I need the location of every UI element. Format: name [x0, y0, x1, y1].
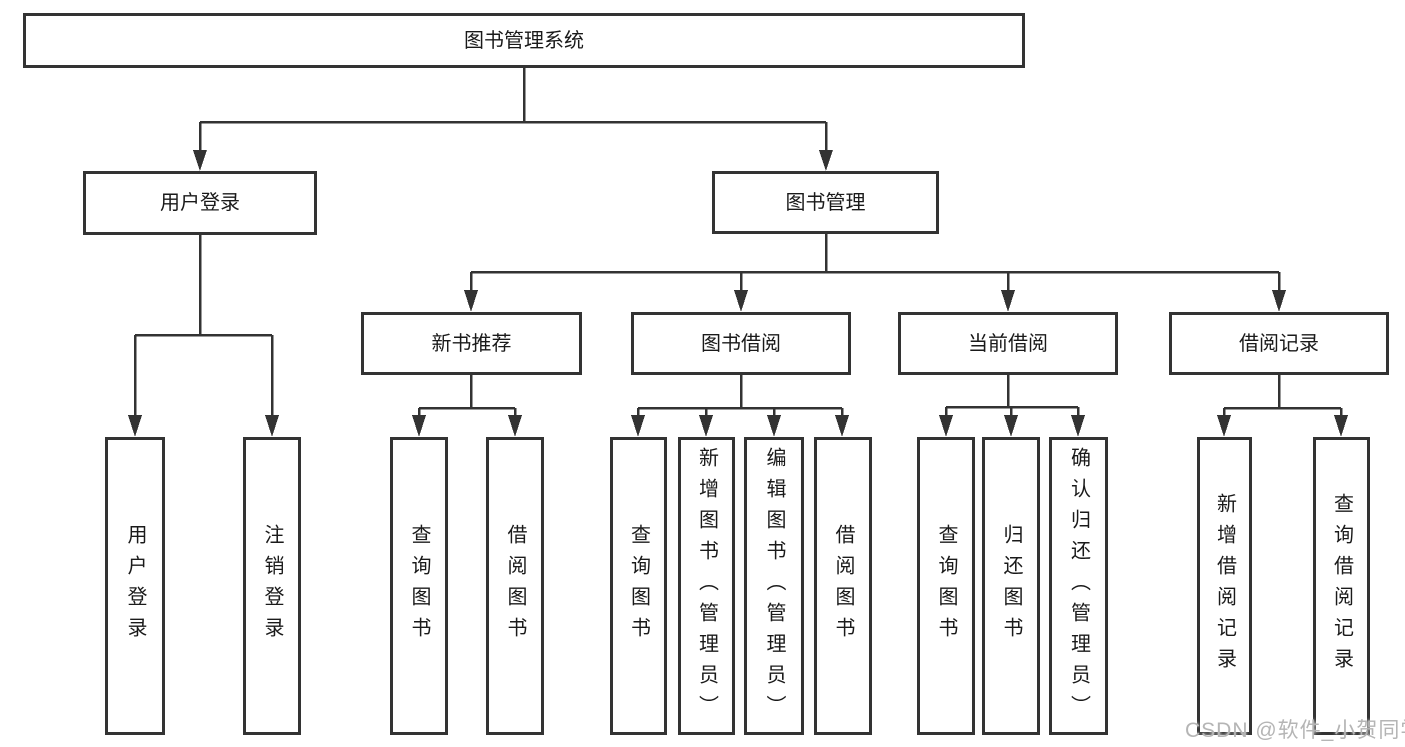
leaf-add-borrow-record: 新增借阅记录: [1197, 437, 1252, 735]
node-book-management: 图书管理: [712, 171, 939, 234]
connector-user-login: [128, 235, 279, 437]
leaf-add-book-admin: 新增图书（管理员）: [678, 437, 735, 735]
connector-new-book-recommend: [412, 375, 522, 437]
connector-borrow-records: [1217, 375, 1348, 437]
leaf-query-books-recommend: 查询图书: [390, 437, 448, 735]
connector-current-borrow: [939, 375, 1085, 437]
leaf-logout: 注销登录: [243, 437, 301, 735]
connector-book-management: [464, 234, 1286, 312]
leaf-borrow-books: 借阅图书: [814, 437, 872, 735]
leaf-query-borrow-record: 查询借阅记录: [1313, 437, 1370, 735]
leaf-return-book: 归还图书: [982, 437, 1040, 735]
connector-root: [193, 68, 833, 171]
node-current-borrow: 当前借阅: [898, 312, 1118, 375]
leaf-query-books-current: 查询图书: [917, 437, 975, 735]
node-book-borrow: 图书借阅: [631, 312, 851, 375]
node-root-system: 图书管理系统: [23, 13, 1025, 68]
leaf-user-login: 用户登录: [105, 437, 165, 735]
csdn-watermark: CSDN @软件_小贺同学: [1185, 719, 1405, 742]
connector-book-borrow: [631, 375, 849, 437]
leaf-borrow-books-recommend: 借阅图书: [486, 437, 544, 735]
leaf-edit-book-admin: 编辑图书（管理员）: [744, 437, 804, 735]
leaf-query-books-borrow: 查询图书: [610, 437, 667, 735]
node-borrow-records: 借阅记录: [1169, 312, 1389, 375]
node-new-book-recommend: 新书推荐: [361, 312, 582, 375]
leaf-confirm-return-admin: 确认归还（管理员）: [1049, 437, 1108, 735]
node-user-login: 用户登录: [83, 171, 317, 235]
